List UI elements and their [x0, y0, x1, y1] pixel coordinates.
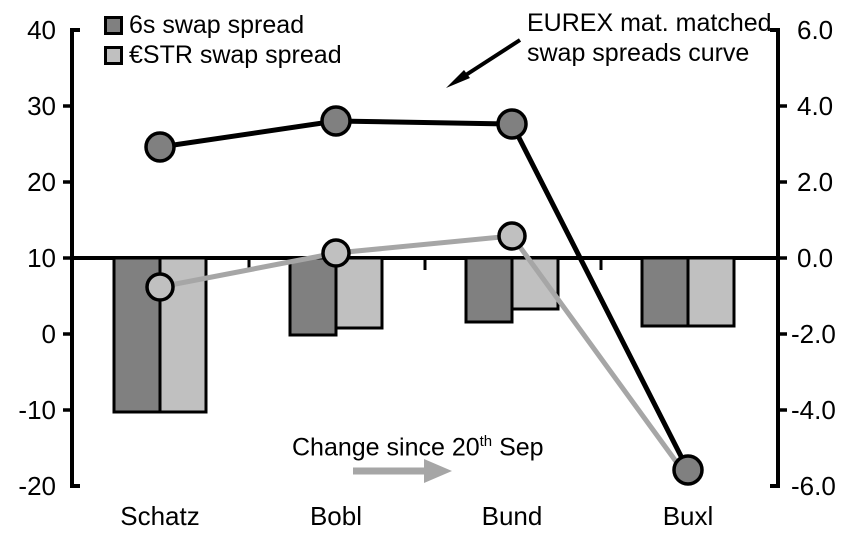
legend-item-0: 6s swap spread: [104, 10, 342, 40]
chart-legend: 6s swap spread €STR swap spread: [104, 10, 342, 70]
left-tick-neg10: -10: [18, 395, 56, 425]
left-tick-40: 40: [27, 15, 56, 45]
bar-group-bobl: [288, 256, 384, 337]
left-tick-0: 0: [41, 319, 56, 349]
legend-item-1: €STR swap spread: [104, 40, 342, 70]
annotation-eurex-line1: EUREX mat. matched: [527, 9, 772, 37]
legend-label-estr-swap-spread: €STR swap spread: [129, 40, 342, 69]
annotation-change-prefix: Change since 20: [292, 433, 480, 462]
bar-group-bund: [464, 256, 560, 324]
category-label-bobl: Bobl: [309, 501, 363, 531]
right-tick-2: 2.0: [797, 167, 834, 197]
right-tick-6: 6.0: [797, 15, 834, 45]
right-axis: [770, 28, 787, 488]
category-ticks: [247, 258, 603, 270]
bar-estr-schatz: [158, 256, 208, 414]
bar-estr-bobl: [334, 256, 384, 330]
legend-swatch-estr-swap-spread: [104, 45, 123, 65]
annotation-change-suffix: Sep: [492, 433, 544, 462]
bar-estr-bund: [510, 256, 560, 311]
bar-group-buxl: [640, 256, 736, 328]
annotation-change-ordinal: th: [479, 433, 493, 450]
legend-label-6s-swap-spread: 6s swap spread: [129, 10, 305, 39]
legend-swatch-6s-swap-spread: [104, 15, 123, 35]
right-tick-4: 4.0: [797, 91, 834, 121]
left-tick-neg20: -20: [18, 471, 56, 501]
bar-group-schatz: [112, 256, 208, 414]
left-tick-30: 30: [27, 91, 56, 121]
annotation-arrow-eurex: [446, 38, 522, 88]
bar-estr-buxl: [686, 256, 736, 328]
annotation-eurex-line2: swap spreads curve: [527, 39, 750, 67]
left-axis: [63, 28, 80, 488]
series-line-dark: [159, 118, 691, 472]
left-tick-20: 20: [27, 167, 56, 197]
bar-6s-bobl: [288, 256, 338, 337]
right-tick-neg6: -6.0: [791, 471, 836, 501]
right-tick-neg4: -4.0: [791, 395, 836, 425]
left-tick-10: 10: [27, 243, 56, 273]
right-tick-0: 0.0: [797, 243, 834, 273]
annotation-arrow-change: [353, 459, 452, 483]
annotation-eurex-curve: EUREX mat. matched swap spreads curve: [527, 8, 772, 68]
category-label-schatz: Schatz: [120, 501, 200, 531]
right-tick-neg2: -2.0: [791, 319, 836, 349]
bar-6s-buxl: [640, 256, 690, 328]
bar-6s-schatz: [112, 256, 162, 414]
category-label-buxl: Buxl: [662, 501, 714, 531]
category-label-bund: Bund: [481, 501, 543, 531]
series-markers-light: [145, 221, 527, 302]
bar-6s-bund: [464, 256, 514, 324]
annotation-change-since: Change since 20th Sep: [292, 427, 544, 462]
